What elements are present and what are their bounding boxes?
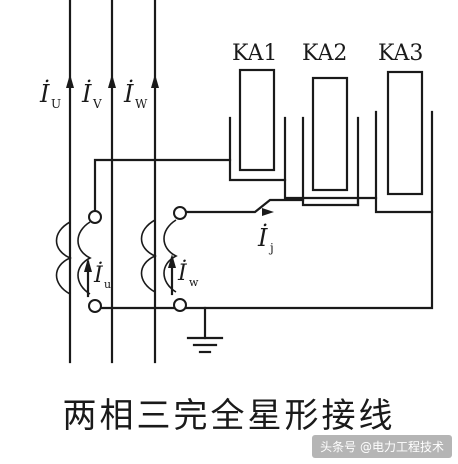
- relay-ka2-coil: [311, 76, 349, 192]
- ct-w-to-ka2-wire: [181, 198, 305, 214]
- line-current-w-label: İ: [123, 79, 134, 108]
- ct-u-primary: [55, 221, 72, 295]
- neutral-current-arrow: [262, 208, 274, 216]
- ct-current-u-label: İ: [93, 261, 104, 288]
- ct-w-current-arrow: [168, 254, 176, 268]
- line-current-v-subscript: V: [92, 97, 102, 111]
- ct-w-secondary-winding: [163, 219, 178, 293]
- ct-w-primary: [140, 219, 157, 293]
- watermark: 头条号 @电力工程技术: [312, 435, 452, 458]
- ct-w-terminal-top: [173, 206, 187, 220]
- relay-common-bus: [283, 178, 378, 200]
- neutral-return-wire: [183, 210, 434, 310]
- ct-current-w-label: İ: [177, 259, 188, 286]
- line-current-v-label: İ: [81, 79, 92, 108]
- neutral-current-subscript: j: [268, 241, 274, 255]
- phase-u-arrow: [66, 74, 74, 88]
- ct-current-w-subscript: w: [189, 276, 199, 289]
- relay-ka3-label: KA3: [378, 41, 423, 66]
- ct-u-to-ka1-wire: [93, 158, 232, 217]
- relay-ka2-label: KA2: [302, 41, 347, 66]
- ct-u-terminal-bottom: [88, 299, 102, 313]
- ct-w-terminal-bottom: [173, 298, 187, 312]
- line-current-u-label: İ: [39, 79, 50, 108]
- neutral-current-label: İ: [257, 223, 268, 252]
- ct-current-u-subscript: u: [104, 278, 111, 291]
- ct-u-current-arrow: [84, 258, 92, 272]
- relay-ka1-label: KA1: [232, 41, 277, 66]
- ct-u-secondary-winding: [77, 221, 92, 295]
- relay-ka3-coil: [386, 70, 424, 196]
- line-current-u-subscript: U: [51, 97, 61, 111]
- phase-w-arrow: [151, 74, 159, 88]
- relay-ka1-loop: [228, 116, 287, 182]
- relay-ka1-coil: [238, 68, 276, 172]
- line-current-w-subscript: W: [135, 97, 148, 111]
- diagram-caption: 两相三完全星形接线: [62, 396, 396, 436]
- ct-u-terminal-top: [88, 210, 102, 224]
- phase-v-arrow: [108, 74, 116, 88]
- relay-ka2-loop: [301, 116, 360, 207]
- relay-ka3-loop: [374, 110, 434, 214]
